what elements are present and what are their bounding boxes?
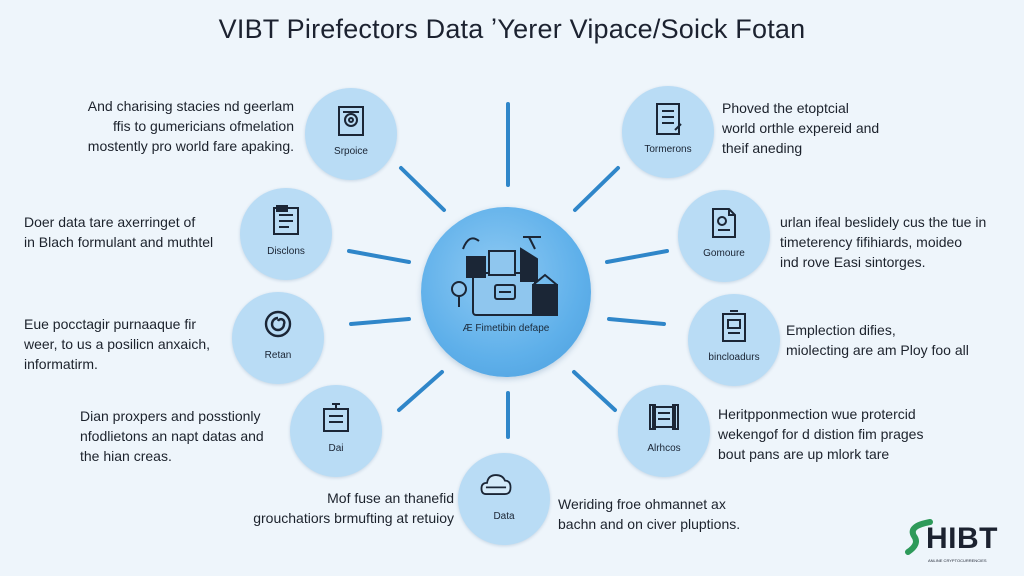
node-data: Data	[458, 453, 550, 545]
spoke-line	[347, 249, 411, 264]
description-line: timeterency fifihiards, moideo	[780, 234, 963, 250]
node-label: Disclons	[267, 246, 305, 257]
node-dai: Dai	[290, 385, 382, 477]
description-line: nfodlietons an napt datas and	[80, 428, 264, 444]
description-block: Dian proxpers and posstionly nfodlietons…	[80, 406, 264, 466]
node-gomoure: Gomoure	[678, 190, 770, 282]
spoke-line	[399, 166, 446, 212]
description-line: informatirm.	[24, 356, 98, 372]
description-block: Doer data tare axerringet of in Blach fo…	[24, 212, 213, 252]
central-hub: Æ Fimetibin defape	[421, 207, 591, 377]
description-line: the hian creas.	[80, 448, 172, 464]
description-line: bout pans are up mlork tare	[718, 446, 890, 462]
description-block: Weriding froe ohmannet ax bachn and on c…	[558, 494, 740, 534]
spoke-line	[349, 317, 411, 326]
description-line: ind rove Easi sintorges.	[780, 254, 926, 270]
notebook-icon	[323, 403, 349, 432]
description-block: Phoved the etoptcial world orthle expere…	[722, 98, 879, 158]
file-cabinet-icon	[656, 103, 682, 135]
node-label: Data	[493, 511, 515, 522]
description-line: Doer data tare axerringet of	[24, 214, 196, 230]
logo-text: HIBT	[926, 522, 998, 555]
description-line: mostently pro world fare apaking.	[87, 138, 294, 154]
node-label: Srpoice	[334, 146, 368, 157]
scroll-icon	[649, 404, 679, 430]
description-block: Heritpponmection wue protercid wekengof …	[718, 404, 923, 464]
logo-swoosh-icon	[905, 519, 933, 555]
description-line: Dian proxpers and posstionly	[80, 408, 261, 424]
node-label: Tormerons	[644, 144, 692, 155]
description-block: Eue pocctagir purnaaque fir weer, to us …	[24, 314, 210, 374]
description-line: And charising stacies nd geerlam	[87, 98, 294, 114]
node-disclons: Disclons	[240, 188, 332, 280]
description-line: grouchatiors brmufting at retuioy	[253, 510, 454, 526]
description-block: Emplection difies, miolecting are am Plo…	[786, 320, 969, 360]
spoke-line	[397, 370, 444, 412]
description-line: weer, to us a posilicn anxaich,	[24, 336, 210, 352]
description-line: in Blach formulant and muthtel	[24, 234, 214, 250]
description-line: ffis to gumericians ofmelation	[112, 118, 294, 134]
spoke-line	[605, 249, 669, 264]
description-line: world orthle expereid and	[722, 120, 880, 136]
logo-tagline: ANLINE CRYPTOCURRENCIES	[928, 558, 987, 563]
node-label: bincloadurs	[708, 352, 760, 363]
server-network-icon	[451, 236, 558, 316]
node-srpoice: Srpoice	[305, 88, 397, 180]
spoke-line	[573, 166, 620, 212]
node-label: Retan	[264, 350, 292, 361]
hub-label: Æ Fimetibin defape	[462, 323, 550, 334]
spiral-icon	[264, 310, 292, 338]
description-line: Emplection difies,	[786, 322, 896, 338]
description-line: miolecting are am Ploy foo all	[786, 342, 969, 358]
description-line: Phoved the etoptcial	[722, 100, 849, 116]
description-line: Mof fuse an thanefid	[327, 490, 454, 506]
description-block: urlan ifeal beslidely cus the tue in tim…	[780, 212, 986, 272]
spoke-line	[607, 317, 666, 326]
node-label: Gomoure	[703, 248, 745, 259]
safe-document-icon	[338, 106, 364, 136]
description-line: bachn and on civer pluptions.	[558, 516, 741, 532]
node-tormerons: Tormerons	[622, 86, 714, 178]
diagram-title: VIBT Pirefectors Data ʼYerer Vipace/Soic…	[218, 14, 806, 44]
description-line: urlan ifeal beslidely cus the tue in	[780, 214, 987, 230]
description-block: Mof fuse an thanefid grouchatiors brmuft…	[253, 488, 454, 528]
description-line: theif aneding	[722, 140, 803, 156]
description-block: And charising stacies nd geerlam ffis to…	[88, 96, 294, 156]
file-icon	[712, 208, 736, 238]
spoke-line	[572, 370, 617, 412]
description-line: wekengof for d distion fim prages	[718, 426, 924, 442]
description-line: Heritpponmection wue protercid	[718, 406, 916, 422]
node-retan: Retan	[232, 292, 324, 384]
hibt-logo: HIBT ANLINE CRYPTOCURRENCIES	[904, 518, 1014, 568]
clipboard-icon	[722, 310, 746, 342]
description-line: Eue pocctagir purnaaque fir	[24, 316, 196, 332]
node-label: Dai	[328, 443, 344, 454]
description-line: Weriding froe ohmannet ax	[558, 496, 726, 512]
node-label: Alrhcos	[647, 443, 681, 454]
node-alrhcos: Alrhcos	[618, 385, 710, 477]
document-icon	[273, 205, 299, 235]
node-bincloadurs: bincloadurs	[688, 294, 780, 386]
cloud-icon	[480, 474, 512, 495]
